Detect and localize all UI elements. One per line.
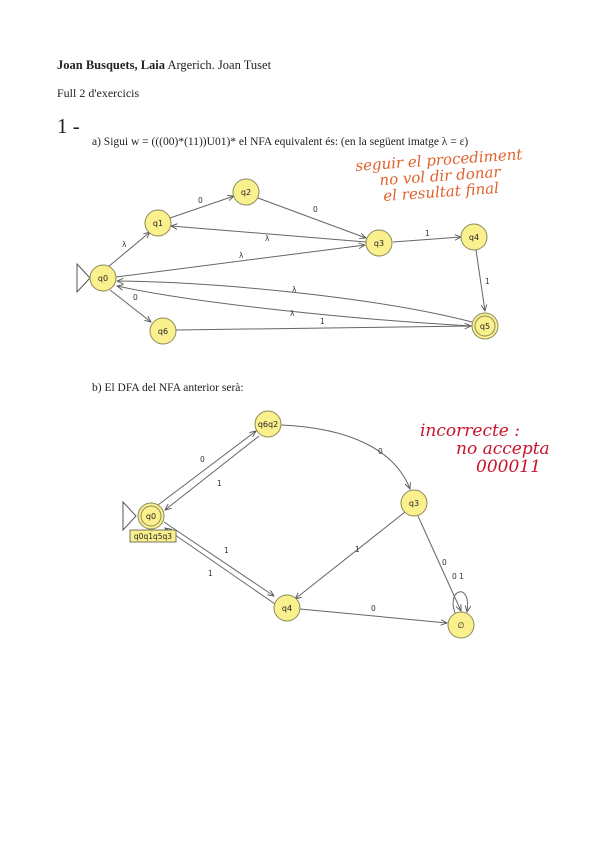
dfa-edge-q3-empty: 0 xyxy=(417,515,461,611)
nfa-edge-q1-q2: 0 xyxy=(169,196,234,219)
nfa-start-arrow xyxy=(76,262,91,294)
dfa-state-empty: ∅ xyxy=(447,611,475,639)
annotation-b-line2: no accepta xyxy=(456,438,550,459)
nfa-state-q4: q4 xyxy=(460,223,488,251)
nfa-edge-q2-q3: 0 xyxy=(257,197,366,238)
annotation-b-line3: 000011 xyxy=(476,456,541,477)
dfa-start-arrow xyxy=(122,500,137,532)
dfa-q0-tag-label: q0q1q5q3 xyxy=(134,532,172,541)
dfa-diagram: 0 1 0 1 0 1 1 0 xyxy=(122,410,475,639)
nfa-state-q3-label: q3 xyxy=(374,239,384,248)
nfa-edge-q5-q0-lower: λ xyxy=(117,286,473,327)
dfa-edge-q4-q0: 1 xyxy=(165,528,276,605)
authors-rest: Argerich. Joan Tuset xyxy=(165,58,272,72)
nfa-edge-q0-q1: λ xyxy=(107,232,150,268)
nfa-edge-q6-q5: 1 xyxy=(175,317,471,331)
nfa-edge-q1-q2-label: 0 xyxy=(198,196,203,205)
subtitle: Full 2 d'exercicis xyxy=(57,86,140,100)
nfa-state-q2-label: q2 xyxy=(241,188,251,197)
dfa-edge-q6q2-q0: 1 xyxy=(165,435,260,510)
nfa-state-q1: q1 xyxy=(144,209,172,237)
annotation-b: incorrecte : no accepta 000011 xyxy=(420,421,570,477)
dfa-edge-q3-empty-label: 0 xyxy=(442,558,447,567)
nfa-edge-q6-q5-label: 1 xyxy=(320,317,325,326)
nfa-state-q2: q2 xyxy=(232,178,260,206)
nfa-state-q1-label: q1 xyxy=(153,219,163,228)
dfa-edge-q3-q4: 1 xyxy=(295,511,406,599)
question-b: b) El DFA del NFA anterior serà: xyxy=(92,382,244,394)
nfa-edge-q5-q0-upper-label: λ xyxy=(292,285,297,294)
dfa-edge-q0-q4-label: 1 xyxy=(224,546,229,555)
dfa-state-q4: q4 xyxy=(273,594,301,622)
dfa-edge-q6q2-q0-label: 1 xyxy=(217,479,222,488)
dfa-edge-q3-q4-label: 1 xyxy=(355,545,360,554)
nfa-edge-q4-q5-label: 1 xyxy=(485,277,490,286)
nfa-edge-q3-q1: λ xyxy=(171,226,367,243)
nfa-state-q5: q5 xyxy=(471,312,499,340)
nfa-edge-q0-q6: 0 xyxy=(109,289,151,322)
dfa-edge-q4-q0-label: 1 xyxy=(208,569,213,578)
nfa-edge-q0-q6-label: 0 xyxy=(133,293,138,302)
dfa-state-q6q2: q6q2 xyxy=(254,410,282,438)
nfa-edge-q0-q3: λ xyxy=(115,245,365,278)
dfa-edge-empty-loop-label: 0 1 xyxy=(452,572,464,581)
nfa-edge-q3-q1-label: λ xyxy=(265,234,270,243)
dfa-state-q0-label: q0 xyxy=(146,512,156,521)
nfa-edge-q3-q4: 1 xyxy=(392,229,461,243)
dfa-edge-q6q2-q3-label: 0 xyxy=(378,447,383,456)
nfa-edge-q4-q5: 1 xyxy=(475,249,490,311)
dfa-edge-q0-q4: 1 xyxy=(163,521,274,596)
dfa-state-q3-label: q3 xyxy=(409,499,419,508)
nfa-edge-q3-q4-label: 1 xyxy=(425,229,430,238)
nfa-state-q0: q0 xyxy=(89,264,117,292)
dfa-state-q3: q3 xyxy=(400,489,428,517)
authors-bold: Joan Busquets, Laia xyxy=(57,58,166,72)
annotation-b-line1: incorrecte : xyxy=(420,421,520,441)
dfa-edge-q4-empty: 0 xyxy=(299,604,447,623)
dfa-edge-q0-q6q2: 0 xyxy=(157,431,256,506)
dfa-edge-q6q2-q3: 0 xyxy=(280,424,410,489)
section-number: 1 - xyxy=(57,114,80,138)
dfa-state-empty-label: ∅ xyxy=(458,621,465,630)
nfa-edge-q0-q1-label: λ xyxy=(122,240,127,249)
nfa-state-q6: q6 xyxy=(149,317,177,345)
nfa-state-q3: q3 xyxy=(365,229,393,257)
nfa-edge-q2-q3-label: 0 xyxy=(313,205,318,214)
nfa-edge-q5-q0-upper: λ xyxy=(117,281,473,323)
nfa-edge-q5-q0-lower-label: λ xyxy=(290,309,295,318)
dfa-state-q4-label: q4 xyxy=(282,604,292,613)
authors: Joan Busquets, Laia Argerich. Joan Tuset xyxy=(57,58,271,73)
nfa-diagram: λ 0 0 λ λ 1 1 λ xyxy=(76,178,499,345)
dfa-edge-empty-loop: 0 1 xyxy=(452,572,468,614)
nfa-edge-q0-q3-label: λ xyxy=(239,251,244,260)
dfa-state-q6q2-label: q6q2 xyxy=(258,420,278,429)
dfa-edge-q0-q6q2-label: 0 xyxy=(200,455,205,464)
nfa-state-q0-label: q0 xyxy=(98,274,108,283)
dfa-edge-q4-empty-label: 0 xyxy=(371,604,376,613)
nfa-state-q5-label: q5 xyxy=(480,322,490,331)
nfa-state-q4-label: q4 xyxy=(469,233,479,242)
question-a: a) Sigui w = (((00)*(11))U01)* el NFA eq… xyxy=(92,136,469,148)
dfa-state-q0: q0 xyxy=(137,502,165,530)
nfa-state-q6-label: q6 xyxy=(158,327,168,336)
dfa-q0-tag: q0q1q5q3 xyxy=(129,529,177,543)
